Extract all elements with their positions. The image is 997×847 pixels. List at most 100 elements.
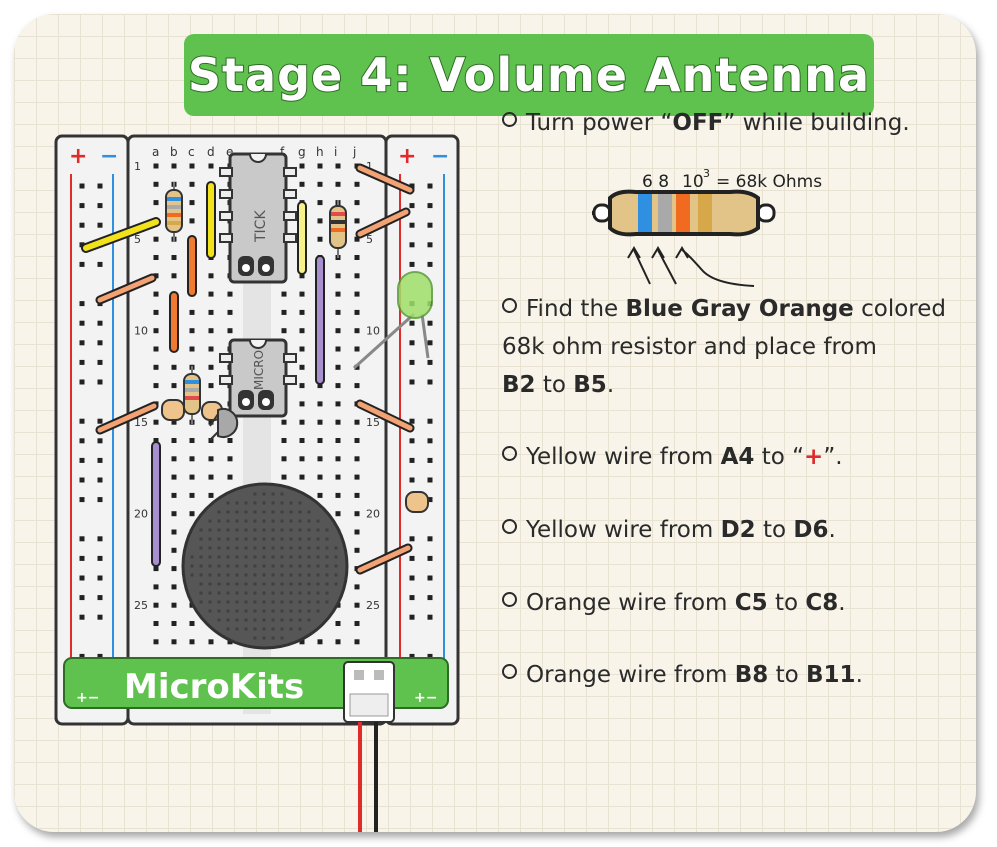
- speaker: [181, 482, 349, 650]
- speaker-hole: [289, 573, 293, 577]
- speaker-hole: [199, 528, 203, 532]
- rail-hole: [79, 359, 85, 365]
- speaker-hole: [226, 546, 230, 550]
- speaker-hole: [226, 627, 230, 631]
- speaker-hole: [325, 537, 329, 541]
- board-hole: [354, 456, 360, 462]
- speaker-hole: [316, 519, 320, 523]
- rail-hole: [427, 438, 433, 444]
- speaker-hole: [325, 582, 329, 586]
- speaker-hole: [208, 609, 212, 613]
- board-hole: [153, 584, 159, 590]
- board-hole: [299, 163, 305, 169]
- speaker-hole: [244, 528, 248, 532]
- speaker-hole: [307, 582, 311, 586]
- speaker-hole: [289, 609, 293, 613]
- speaker-hole: [253, 636, 257, 640]
- yellow-wire-a4-plus: [81, 217, 161, 253]
- micro-chip-label: MICRO: [252, 350, 266, 390]
- speaker-hole: [271, 537, 275, 541]
- board-hole: [354, 492, 360, 498]
- speaker-hole: [262, 600, 266, 604]
- row-label: 25: [366, 599, 380, 612]
- speaker-hole: [316, 600, 320, 604]
- rail-hole: [409, 222, 415, 228]
- board-hole: [227, 474, 233, 480]
- speaker-hole: [235, 501, 239, 505]
- speaker-hole: [199, 546, 203, 550]
- board-hole: [299, 456, 305, 462]
- speaker-hole: [280, 537, 284, 541]
- board-hole: [171, 273, 177, 279]
- speaker-hole: [262, 582, 266, 586]
- speaker-hole: [226, 582, 230, 586]
- speaker-hole: [235, 537, 239, 541]
- rail-hole: [79, 595, 85, 601]
- board-hole: [208, 163, 214, 169]
- speaker-hole: [253, 573, 257, 577]
- speaker-hole: [271, 618, 275, 622]
- board-hole: [208, 309, 214, 315]
- board-hole: [153, 200, 159, 206]
- speaker-hole: [271, 555, 275, 559]
- board-hole: [354, 346, 360, 352]
- speaker-hole: [271, 609, 275, 613]
- speaker-hole: [226, 501, 230, 505]
- bullet-icon: [502, 592, 517, 607]
- speaker-hole: [244, 564, 248, 568]
- speaker-hole: [307, 573, 311, 577]
- board-hole: [171, 419, 177, 425]
- board-hole: [208, 492, 214, 498]
- board-hole: [299, 346, 305, 352]
- speaker-hole: [262, 501, 266, 505]
- board-hole: [335, 438, 341, 443]
- resistor-band: [638, 194, 652, 232]
- board-hole: [335, 383, 341, 389]
- board-hole: [281, 328, 287, 334]
- right-rail-plus: +: [398, 144, 416, 169]
- board-hole: [189, 163, 195, 169]
- speaker-hole: [325, 600, 329, 604]
- speaker-hole: [244, 582, 248, 586]
- speaker-hole: [298, 627, 302, 631]
- speaker-hole: [190, 573, 194, 577]
- board-hole: [281, 291, 287, 297]
- speaker-hole: [253, 510, 257, 514]
- column-label: j: [352, 145, 356, 159]
- speaker-hole: [235, 582, 239, 586]
- board-hole: [317, 456, 323, 462]
- board-hole: [335, 181, 341, 187]
- rail-hole: [79, 614, 85, 620]
- speaker-hole: [253, 537, 257, 541]
- board-hole: [335, 273, 341, 279]
- speaker-hole: [271, 546, 275, 550]
- speaker-hole: [280, 528, 284, 532]
- speaker-hole: [208, 600, 212, 604]
- board-hole: [354, 218, 360, 224]
- rail-hole: [97, 575, 103, 581]
- board-hole: [171, 474, 177, 480]
- orange-wire-rail-right-3: [355, 399, 415, 433]
- speaker-hole: [244, 627, 248, 631]
- speaker-hole: [289, 537, 293, 541]
- board-hole: [208, 273, 214, 279]
- speaker-hole: [280, 591, 284, 595]
- board-hole: [153, 438, 159, 443]
- rail-hole: [79, 203, 85, 209]
- speaker-hole: [280, 573, 284, 577]
- speaker-hole: [271, 573, 275, 577]
- row-label: 5: [134, 233, 141, 246]
- brand-logo: MicroKits: [124, 667, 304, 707]
- board-hole: [317, 383, 323, 389]
- board-hole: [335, 511, 341, 517]
- speaker-hole: [208, 528, 212, 532]
- speaker-hole: [316, 573, 320, 577]
- step-power-off: Turn power “OFF” while building.: [502, 104, 910, 142]
- board-hole: [227, 309, 233, 315]
- board-hole: [299, 309, 305, 315]
- rail-hole: [427, 497, 433, 503]
- speaker-hole: [244, 600, 248, 604]
- speaker-hole: [280, 555, 284, 559]
